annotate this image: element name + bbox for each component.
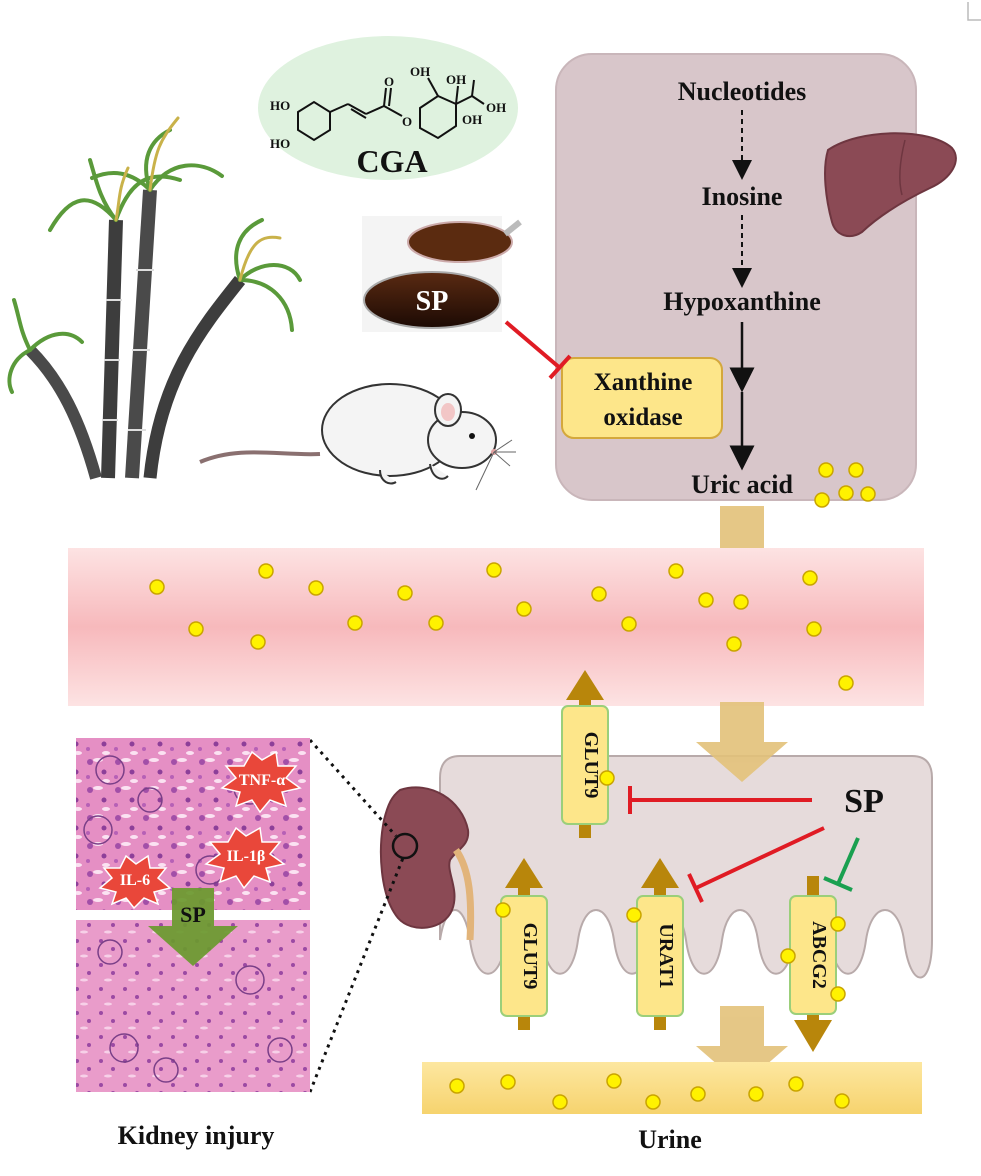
uric-acid-dots-liver <box>814 462 876 508</box>
sp-inhibit-urat1-bar <box>687 873 704 903</box>
tnf-alpha-burst <box>220 750 302 814</box>
sp-inhibit-xo-bar <box>548 354 572 380</box>
sp-syrup-image <box>362 216 522 332</box>
glut9-top-box <box>561 705 609 825</box>
zoom-line-top <box>308 738 398 838</box>
glut9-bottom-box <box>500 895 548 1017</box>
cga-oh-2: OH <box>446 72 466 87</box>
sp-inhibit-xo-line <box>504 320 562 370</box>
svg-text:Nucleotides: Nucleotides <box>678 77 807 106</box>
urine-label: Urine <box>638 1125 702 1154</box>
pathway-step-hypoxanthine: Hypoxanthine <box>663 287 821 316</box>
cga-oh-3: OH <box>462 112 482 127</box>
kidney-organ <box>380 786 475 941</box>
urat1-box <box>636 895 684 1017</box>
sp-inhibit-abcg2-bar <box>823 876 853 892</box>
glut9-top-label: GLUT9 <box>580 732 602 799</box>
cga-oh-1: OH <box>410 64 430 79</box>
tnf-alpha-label: TNF-α <box>239 772 285 789</box>
pathway-step-uric-acid: Uric acid <box>691 470 793 499</box>
sp-tubule-label: SP <box>844 783 884 820</box>
liver-icon <box>824 132 957 238</box>
cga-oh-4: OH <box>486 100 506 115</box>
uric-acid-dots-blood <box>149 562 854 691</box>
xanthine-oxidase-box <box>561 357 723 439</box>
enzyme-label-line2: oxidase <box>603 404 682 431</box>
urat1-label: URAT1 <box>655 923 677 988</box>
sp-treatment-arrow <box>148 888 238 966</box>
sugarcane-illustration <box>7 116 302 480</box>
cga-o-1: O <box>402 114 412 129</box>
sp-image-label: SP <box>416 286 449 317</box>
corner-mark-top-right <box>967 2 981 21</box>
glut9-bottom-label: GLUT9 <box>519 923 541 990</box>
il-1beta-label: IL-1β <box>227 848 266 865</box>
cga-structure <box>297 77 485 142</box>
svg-text:Inosine: Inosine <box>702 182 783 211</box>
kidney-injury-caption: Kidney injury <box>118 1121 275 1150</box>
il-1beta-burst <box>204 826 286 890</box>
svg-text:Hypoxanthine: Hypoxanthine <box>663 287 821 316</box>
enzyme-label-line1: Xanthine <box>594 369 693 396</box>
cga-o-2: O <box>384 74 394 89</box>
cga-ho-2: HO <box>270 136 290 151</box>
uric-acid-dots-urine <box>449 1073 850 1110</box>
rat-illustration <box>199 383 516 491</box>
abcg2-label: ABCG2 <box>808 921 830 989</box>
pathway-step-inosine: Inosine <box>702 182 783 211</box>
sp-inhibit-urat1-line <box>695 826 825 890</box>
zoom-line-bottom <box>308 857 405 1093</box>
il-6-label: IL-6 <box>120 872 150 889</box>
cga-name: CGA <box>356 143 427 179</box>
flow-arrow-blood-to-tubule <box>696 702 788 782</box>
cga-ho-1: HO <box>270 98 290 113</box>
il-6-burst <box>98 854 172 910</box>
pathway-step-nucleotides: Nucleotides <box>678 77 807 106</box>
sp-treatment-label: SP <box>180 902 206 927</box>
sp-inhibit-abcg2-line <box>836 837 860 885</box>
svg-text:Uric acid: Uric acid <box>691 470 793 499</box>
